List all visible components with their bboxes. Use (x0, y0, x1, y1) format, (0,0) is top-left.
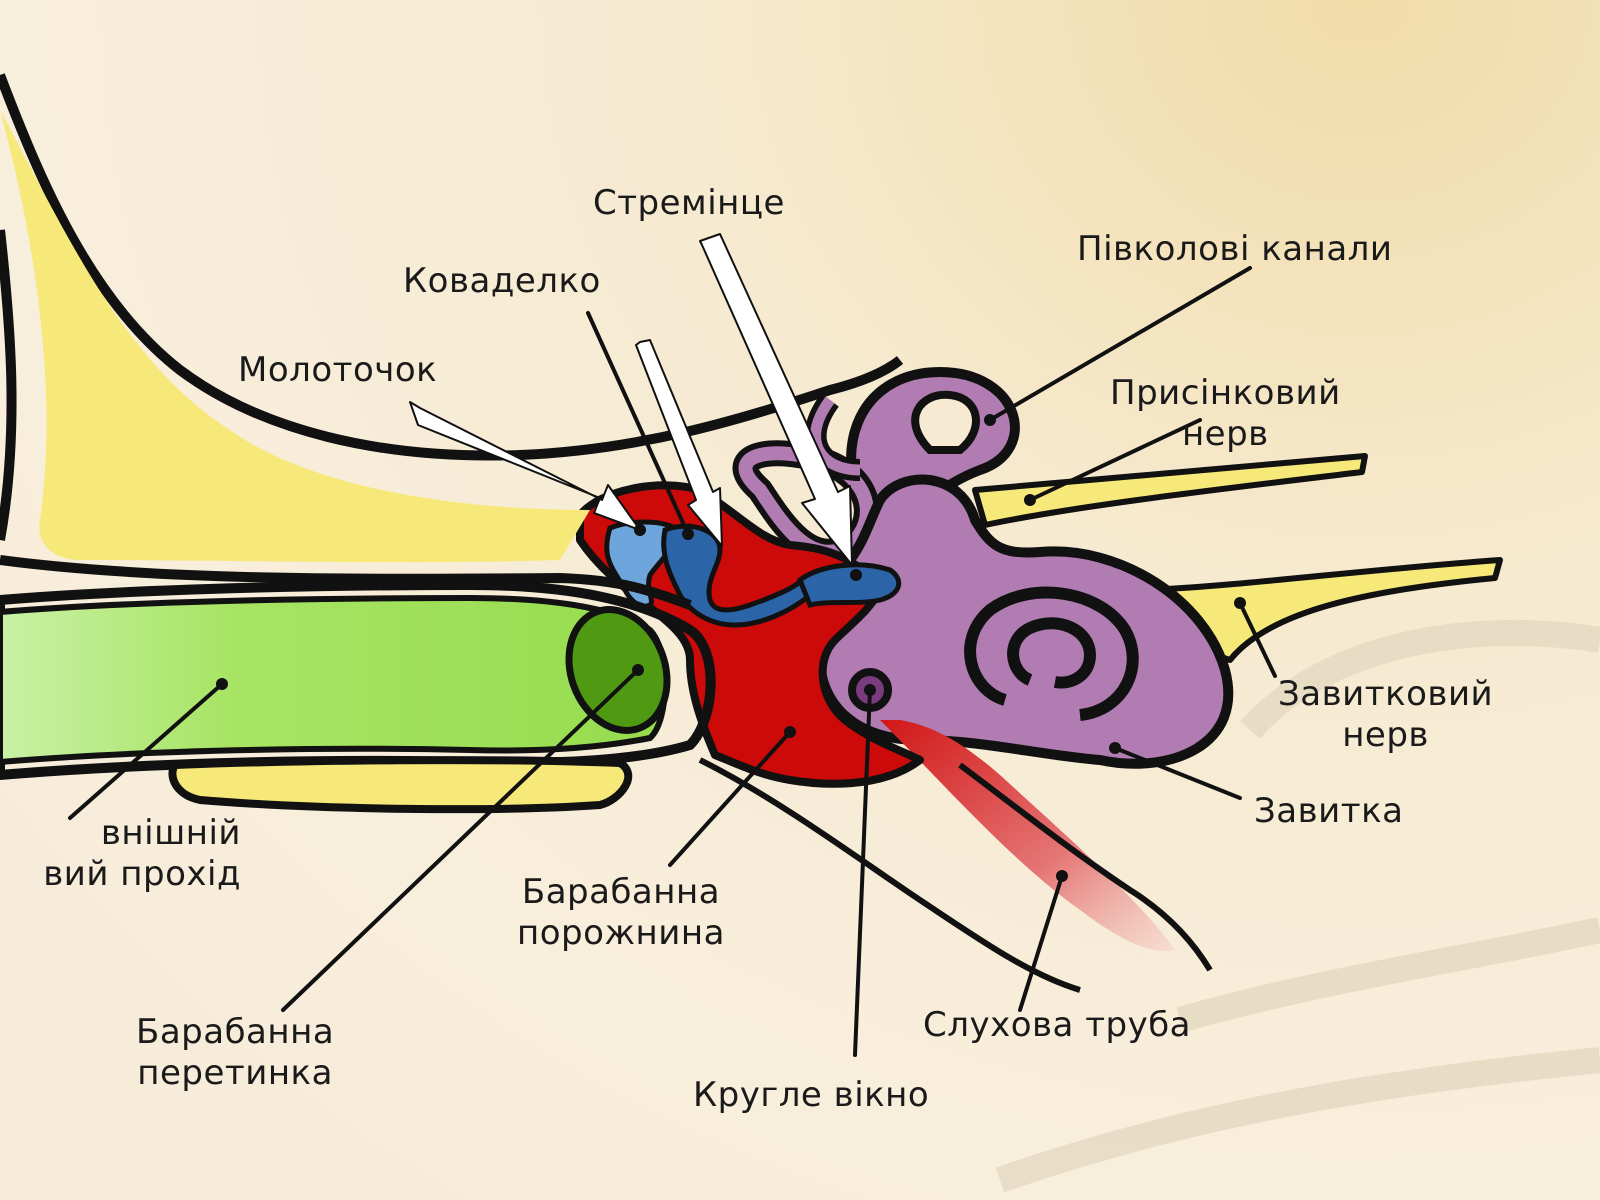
label-cochlea: Завитка (1254, 791, 1404, 831)
label-semicircular-canals: Півколові канали (1077, 229, 1393, 269)
label-cochlear-nerve: Завитковий нерв (1278, 674, 1493, 756)
label-incus: Коваделко (403, 261, 601, 301)
incus-arrow (635, 339, 723, 547)
outer-ear-shape (0, 73, 904, 610)
label-cochlear-nerve-line2: нерв (1342, 715, 1429, 755)
label-ear-canal: внішній вий прохід (0, 813, 241, 895)
stapes-arrow (699, 233, 853, 566)
eustachian-tube-outline (698, 757, 1213, 993)
label-vestibular-nerve: Присінковий нерв (1110, 373, 1341, 455)
label-ear-canal-line1: внішній (100, 813, 241, 853)
label-eardrum: Барабанна перетинка (136, 1012, 334, 1094)
leader-dots (216, 414, 1246, 882)
eustachian-tube-shape (880, 720, 1175, 951)
ear-canal-shape (0, 579, 716, 814)
label-cochlear-nerve-line1: Завитковий (1278, 674, 1494, 714)
label-tympanic-cavity-line1: Барабанна (521, 872, 721, 912)
label-tympanic-cavity: Барабанна порожнина (517, 872, 725, 954)
label-round-window: Кругле вікно (693, 1075, 930, 1115)
pointer-arrows (409, 233, 853, 566)
cochlea-shape (814, 474, 1234, 769)
label-stapes: Стремінце (593, 183, 785, 223)
leader-lines (68, 266, 1277, 1057)
background-swoosh (995, 619, 1600, 1193)
label-vestibular-nerve-line1: Присінковий (1110, 373, 1341, 413)
label-eardrum-line1: Барабанна (136, 1012, 335, 1052)
label-eustachian-tube: Слухова труба (923, 1005, 1192, 1045)
label-ear-canal-line2: вий прохід (43, 854, 241, 894)
label-vestibular-nerve-line2: нерв (1181, 414, 1269, 454)
nerves-shape (972, 453, 1503, 663)
label-malleus: Молоточок (238, 350, 438, 390)
label-eardrum-line2: перетинка (137, 1053, 333, 1093)
label-tympanic-cavity-line2: порожнина (517, 913, 725, 953)
